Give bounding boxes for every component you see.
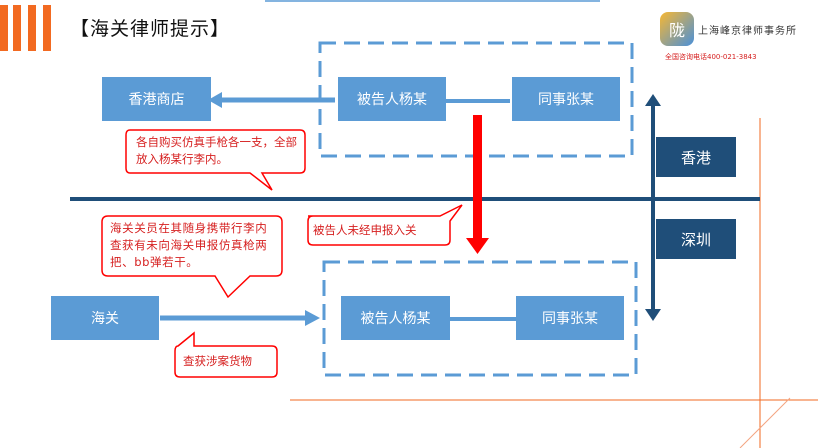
arrow-from-customs-head bbox=[305, 310, 320, 326]
callout-purchase: 各自购买仿真手枪各一支，全部放入杨某行李内。 bbox=[136, 135, 297, 166]
region-axis-arrow-up bbox=[645, 94, 661, 106]
accent-stripe bbox=[28, 5, 36, 51]
region-shenzhen: 深圳 bbox=[656, 219, 736, 259]
logo-icon-glyph: 陇 bbox=[668, 21, 685, 40]
page-title: 【海关律师提示】 bbox=[70, 18, 231, 40]
node-top-defendant: 被告人杨某 bbox=[338, 77, 446, 121]
region-axis-arrow-down bbox=[645, 309, 661, 321]
region-hong-kong: 香港 bbox=[656, 137, 736, 177]
node-bottom-defendant: 被告人杨某 bbox=[341, 296, 450, 340]
firm-phone: 全国咨询电话400-021-3843 bbox=[665, 53, 757, 61]
firm-logo: 陇 上海峰京律师事务所 全国咨询电话400-021-3843 bbox=[660, 12, 815, 68]
red-arrow-head bbox=[466, 238, 489, 254]
accent-stripe bbox=[13, 5, 21, 51]
deco-line-diagonal bbox=[739, 397, 791, 448]
bubble-purchase bbox=[125, 129, 306, 191]
red-arrow-shaft bbox=[473, 115, 482, 240]
logo-icon: 陇 bbox=[660, 12, 694, 46]
accent-stripe bbox=[43, 5, 51, 51]
node-top-colleague: 同事张某 bbox=[512, 77, 620, 121]
node-customs: 海关 bbox=[51, 296, 159, 340]
bottom-dashed-frame bbox=[322, 260, 638, 377]
node-hk-store: 香港商店 bbox=[102, 77, 211, 121]
bubble-no-declaration bbox=[307, 204, 463, 246]
accent-stripe bbox=[0, 5, 8, 51]
callout-customs-found: 海关关员在其随身携带行李内查获有未向海关申报仿真枪两把、bb弹若干。 bbox=[110, 221, 268, 269]
callout-no-declaration: 被告人未经申报入关 bbox=[313, 223, 417, 237]
firm-name: 上海峰京律师事务所 bbox=[698, 26, 797, 37]
arrow-to-store-head bbox=[208, 92, 222, 108]
bubble-customs-found bbox=[101, 215, 283, 299]
bubble-seized bbox=[174, 331, 278, 378]
node-bottom-colleague: 同事张某 bbox=[516, 296, 624, 340]
callout-seized: 查获涉案货物 bbox=[183, 354, 252, 368]
